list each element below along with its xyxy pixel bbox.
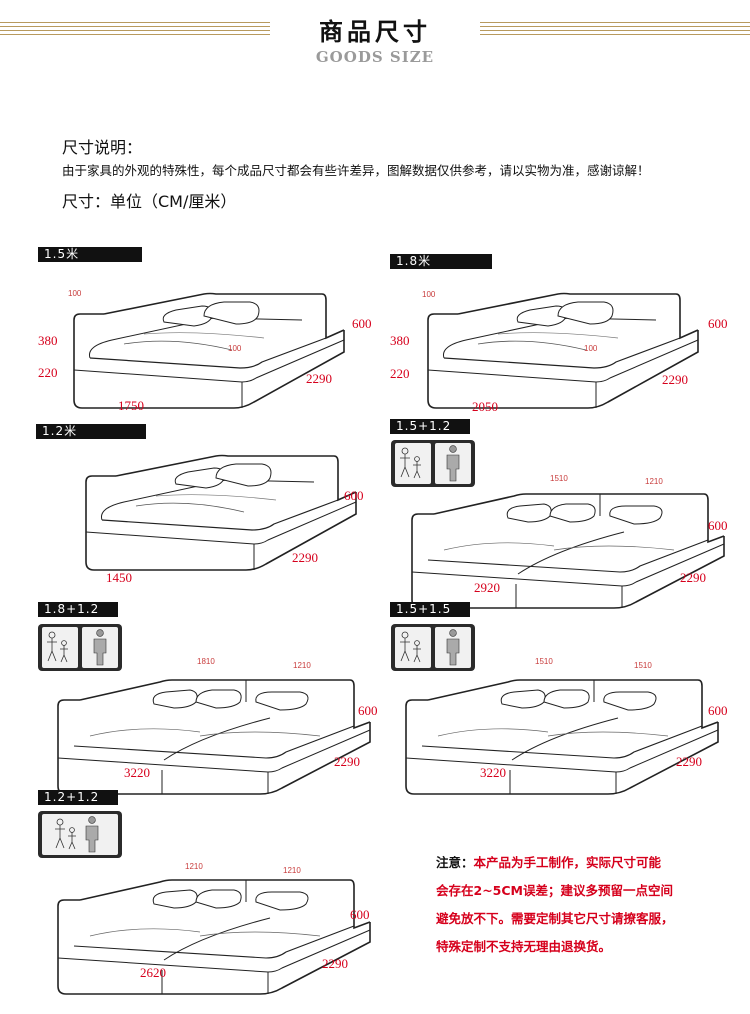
bed-1-5-1-2-length: 2290 <box>680 570 706 585</box>
bed-1-2-1-2-seg-a: 1210 <box>185 862 203 871</box>
bed-1-5-1-5-height: 600 <box>708 703 728 718</box>
bed-1-5-1-5-seg-a: 1510 <box>535 657 553 666</box>
bed-1-8-1-2-drawing <box>57 679 371 795</box>
bed-1-8-border-top: 100 <box>422 290 436 299</box>
bed-1-5-base-height: 220 <box>38 365 58 380</box>
bed-tag-1-5-1-2: 1.5+1.2 <box>390 419 470 434</box>
notice-label: 注意： <box>436 855 474 870</box>
bed-1-5-length: 2290 <box>306 371 332 386</box>
bed-1-8-1-2-width: 3220 <box>124 765 150 780</box>
header-decoration-right <box>480 22 750 40</box>
bed-1-8-1-2-length: 2290 <box>334 754 360 769</box>
people-scale-icon <box>38 624 122 671</box>
bed-1-5-1-5-width: 3220 <box>480 765 506 780</box>
bed-1-5-height: 600 <box>352 316 372 331</box>
notice-line-1: 注意：本产品为手工制作，实际尺寸可能 <box>436 855 662 870</box>
people-scale-icon <box>391 624 475 671</box>
bed-1-8-1-2-height: 600 <box>358 703 378 718</box>
people-scale-icon <box>38 811 122 858</box>
bed-1-5-side-height: 380 <box>38 333 58 348</box>
bed-1-8-height: 600 <box>708 316 728 331</box>
bed-tag-1-2-1-2: 1.2+1.2 <box>38 790 118 805</box>
notice-line-4: 特殊定制不支持无理由退换货。 <box>436 939 612 954</box>
bed-1-5-1-2-seg-a: 1510 <box>550 474 568 483</box>
bed-1-2-height: 600 <box>344 488 364 503</box>
bed-1-2-1-2-seg-b: 1210 <box>283 866 301 875</box>
bed-1-5-border-inner: 100 <box>228 344 242 353</box>
bed-1-2-width: 1450 <box>106 570 132 585</box>
bed-1-5-1-5-length: 2290 <box>676 754 702 769</box>
bed-1-8-1-2-seg-a: 1810 <box>197 657 215 666</box>
bed-1-2-length: 2290 <box>292 550 318 565</box>
bed-tag-1-5-1-5: 1.5+1.5 <box>390 602 470 617</box>
bed-tag-1-8-1-2: 1.8+1.2 <box>38 602 118 617</box>
bed-1-5-1-2-seg-b: 1210 <box>645 477 663 486</box>
size-heading: 尺寸说明： <box>62 138 143 157</box>
bed-1-2-1-2-height: 600 <box>350 907 370 922</box>
notice-block: 注意：本产品为手工制作，实际尺寸可能 会存在2~5CM误差；建议多预留一点空间 … <box>436 849 674 961</box>
bed-1-8-1-2-seg-b: 1210 <box>293 661 311 670</box>
bed-1-5-width: 1750 <box>118 398 144 413</box>
notice-line-2: 会存在2~5CM误差；建议多预留一点空间 <box>436 883 673 898</box>
bed-1-8-length: 2290 <box>662 372 688 387</box>
bed-tag-1-2: 1.2米 <box>36 424 146 439</box>
bed-1-2-1-2-drawing <box>57 879 371 995</box>
bed-1-5-1-2-drawing <box>411 493 725 609</box>
bed-1-5-1-2-height: 600 <box>708 518 728 533</box>
bed-1-2-1-2-width: 2620 <box>140 965 166 980</box>
bed-1-8-width: 2050 <box>472 399 498 414</box>
bed-1-2-drawing <box>85 454 357 571</box>
bed-1-8-border-inner: 100 <box>584 344 598 353</box>
size-note: 由于家具的外观的特殊性，每个成品尺寸都会有些许差异，图解数据仅供参考，请以实物为… <box>62 163 650 178</box>
header-decoration-left <box>0 22 270 40</box>
bed-1-5-1-5-drawing <box>405 679 719 795</box>
bed-1-5-1-2-width: 2920 <box>474 580 500 595</box>
bed-1-8-drawing <box>427 292 699 409</box>
bed-1-8-side-height: 380 <box>390 333 410 348</box>
bed-1-2-1-2-length: 2290 <box>322 956 348 971</box>
size-unit: 尺寸：单位（CM/厘米） <box>62 192 237 211</box>
page-subtitle: GOODS SIZE <box>315 48 435 66</box>
bed-tag-1-5: 1.5米 <box>38 247 142 262</box>
bed-1-5-1-5-seg-b: 1510 <box>634 661 652 670</box>
bed-tag-1-8: 1.8米 <box>390 254 492 269</box>
people-scale-icon <box>391 440 475 487</box>
bed-1-5-drawing <box>73 292 345 409</box>
bed-1-8-base-height: 220 <box>390 366 410 381</box>
notice-line-3: 避免放不下。需要定制其它尺寸请撩客服， <box>436 911 674 926</box>
page-title: 商品尺寸 <box>319 18 431 46</box>
bed-1-5-border-top: 100 <box>68 289 82 298</box>
